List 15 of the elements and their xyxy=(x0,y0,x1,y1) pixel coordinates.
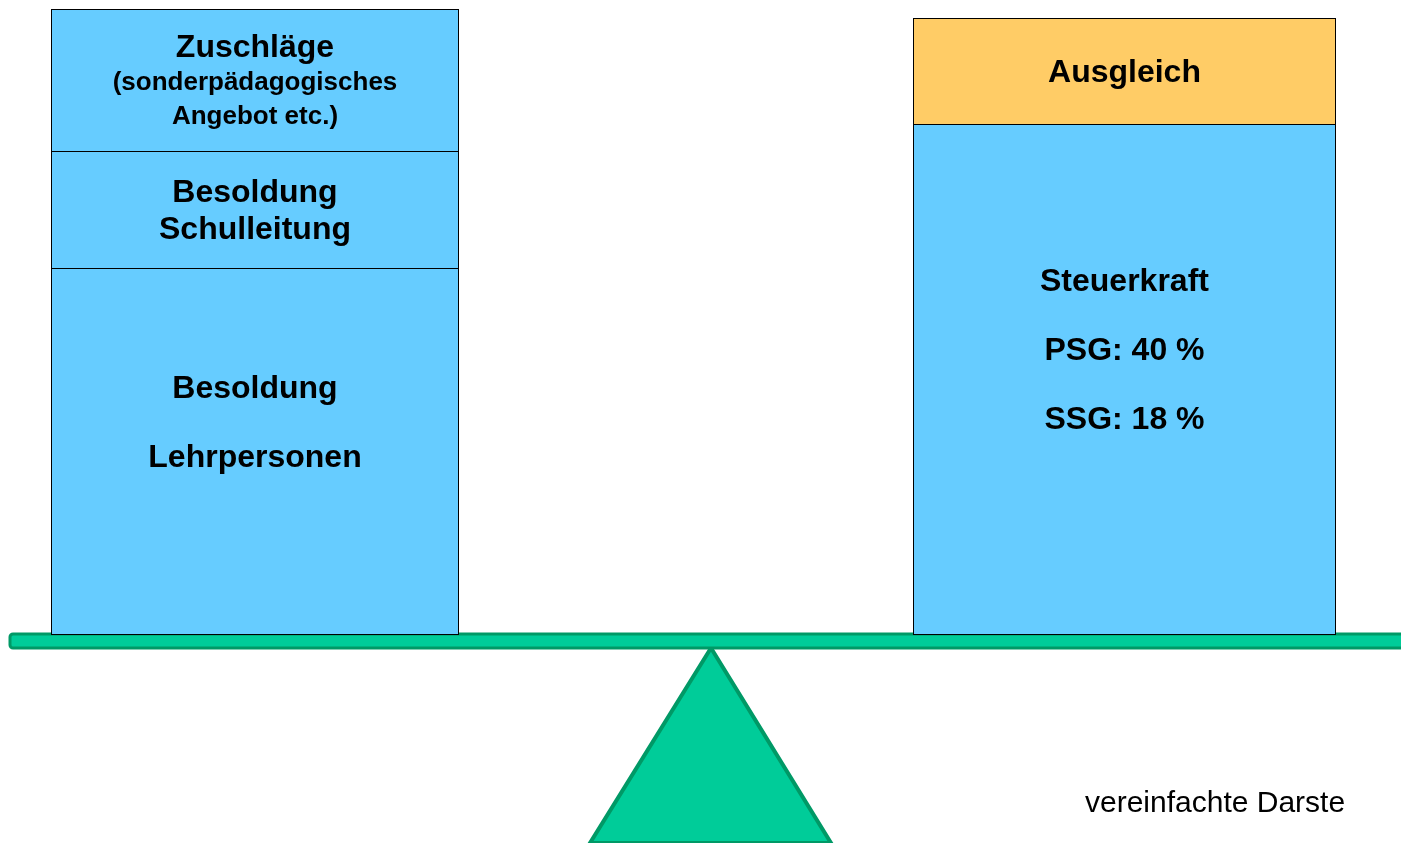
block-text: SSG: 18 % xyxy=(1044,399,1205,437)
stack-block xyxy=(51,268,459,635)
balance-block xyxy=(913,18,1336,125)
block-heading: Steuerkraft xyxy=(1040,262,1209,300)
block-heading: Besoldung xyxy=(172,368,338,406)
block-heading: Zuschläge xyxy=(175,28,335,66)
balance-block xyxy=(913,124,1336,635)
stack-block xyxy=(51,151,459,269)
stack-block xyxy=(51,9,459,152)
block-text: PSG: 40 % xyxy=(1044,331,1205,368)
block-text: Lehrpersonen xyxy=(148,437,362,475)
block-text: (sonderpädagogisches Angebot etc.) xyxy=(111,65,399,132)
note-text: vereinfachte Darste xyxy=(1085,785,1346,819)
block-heading: Ausgleich xyxy=(1048,53,1201,90)
block-heading: Besoldung Schulleitung xyxy=(158,173,352,247)
